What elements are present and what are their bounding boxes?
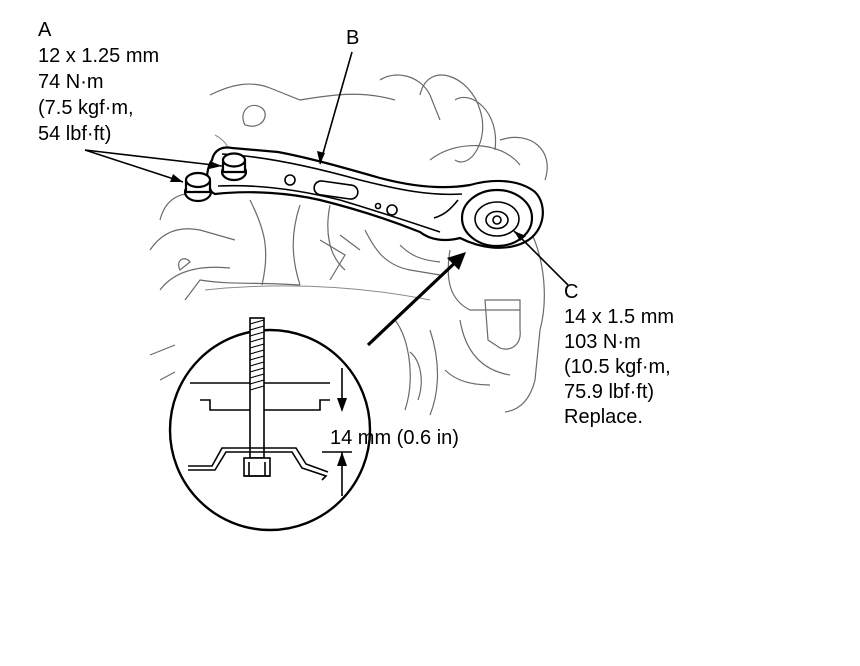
callout-a-letter: A bbox=[38, 19, 52, 41]
callout-c-torque-kgf: (10.5 kgf·m, bbox=[564, 356, 671, 378]
detail-view bbox=[168, 317, 372, 532]
upper-arm-b bbox=[206, 146, 544, 249]
callout-a-torque-nm: 74 N·m bbox=[38, 71, 104, 93]
callout-a-torque-lbf: 54 lbf·ft) bbox=[38, 123, 112, 145]
leader-lines bbox=[84, 51, 569, 347]
background-chassis-linework bbox=[149, 74, 548, 416]
callout-c-torque-nm: 103 N·m bbox=[564, 331, 641, 353]
callout-a-torque-kgf: (7.5 kgf·m, bbox=[38, 97, 134, 119]
callout-c-torque-lbf: 75.9 lbf·ft) bbox=[564, 381, 655, 403]
callout-c-thread: 14 x 1.5 mm bbox=[564, 306, 675, 328]
callout-a-thread: 12 x 1.25 mm bbox=[38, 45, 160, 67]
callout-c-note: Replace. bbox=[564, 406, 643, 428]
callout-c-letter: C bbox=[564, 281, 579, 303]
bolt-a-front bbox=[183, 171, 213, 203]
bolt-a-rear bbox=[220, 152, 248, 182]
callout-b-letter: B bbox=[346, 27, 360, 49]
dimension-label: 14 mm (0.6 in) bbox=[330, 427, 459, 449]
